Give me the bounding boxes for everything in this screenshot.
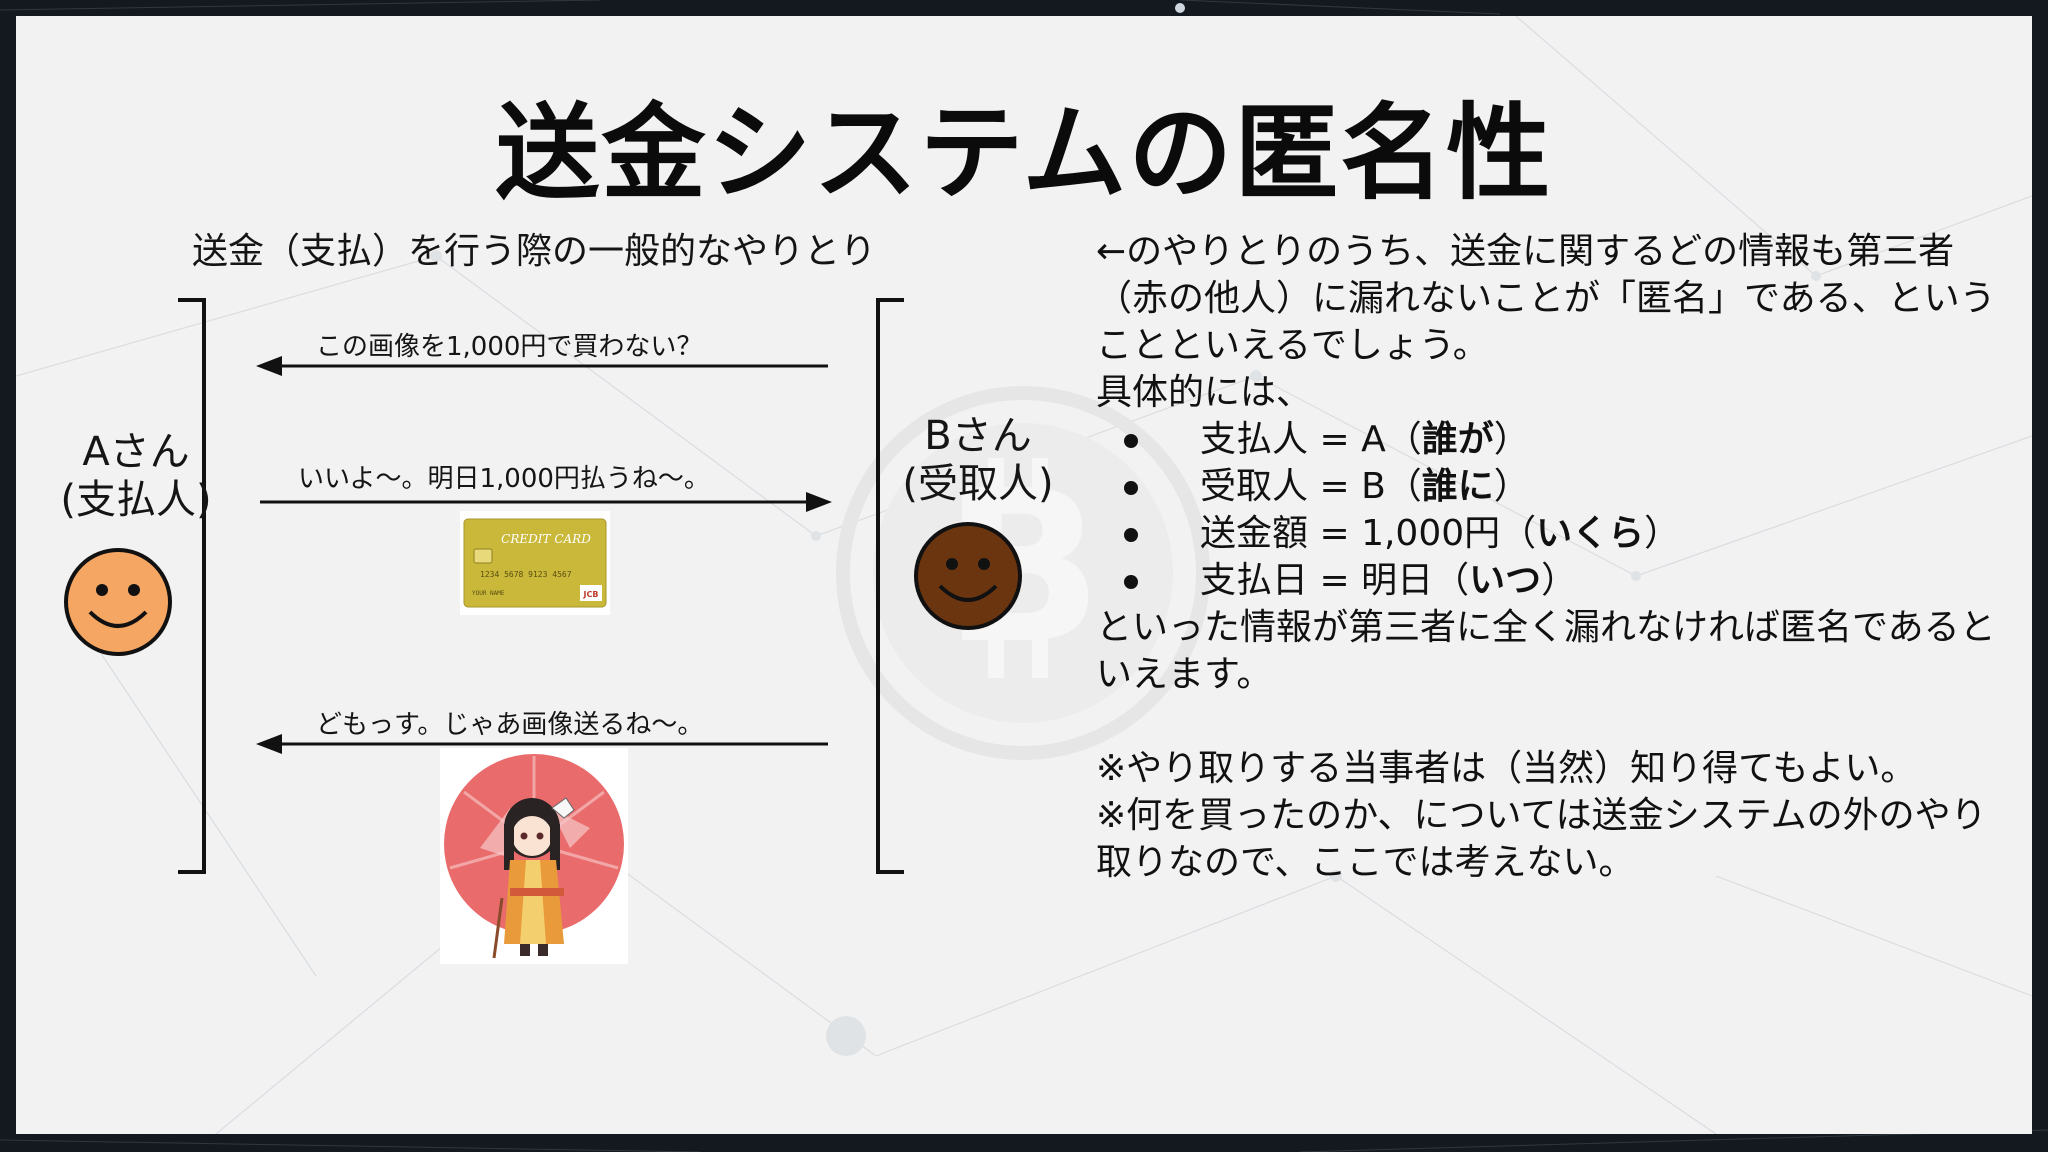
face-a-fill bbox=[64, 548, 172, 656]
bullet-icon bbox=[1124, 481, 1138, 495]
slide-title: 送金システムの匿名性 bbox=[495, 92, 1553, 214]
message-send-image: どもっす。じゃあ画像送るね～。 bbox=[316, 710, 704, 740]
item-emphasis: 誰に bbox=[1421, 466, 1494, 507]
spacer bbox=[1096, 698, 1996, 745]
bitcoin-watermark-icon: B bbox=[836, 386, 1210, 760]
item-emphasis: 誰が bbox=[1421, 419, 1494, 460]
bullet-icon bbox=[1124, 575, 1138, 589]
item-value: = 1,000円（ bbox=[1319, 513, 1537, 554]
explanation-conclusion: といった情報が第三者に全く漏れなければ匿名であるといえます。 bbox=[1096, 607, 1996, 695]
list-item: 送金額 = 1,000円（いくら） bbox=[1096, 510, 1996, 557]
arrow-right-icon bbox=[260, 492, 832, 512]
card-issuer: JCB bbox=[583, 590, 599, 599]
item-close: ） bbox=[1493, 419, 1530, 460]
smiley-face-b-icon bbox=[914, 522, 1022, 630]
slide: B 送金システムの匿名性 送金（支払）を行う際の一般的なやりとり Aさん (支払… bbox=[16, 16, 2032, 1134]
anonymity-items-list: 支払人 = A（誰が） 受取人 = B（誰に） 送金額 = 1,000円（いくら… bbox=[1096, 416, 1996, 604]
bullet-icon bbox=[1124, 434, 1138, 448]
left-bracket bbox=[178, 298, 206, 874]
note-scope: ※何を買ったのか、については送金システムの外のやり取りなので、ここでは考えない。 bbox=[1096, 795, 1987, 883]
explanation-lead: 具体的には、 bbox=[1096, 372, 1313, 413]
arrow-left-icon bbox=[256, 356, 828, 376]
item-term: 送金額 bbox=[1200, 513, 1309, 554]
actor-a-name: Aさん bbox=[82, 429, 190, 475]
credit-card-image: CREDIT CARD 1234 5678 9123 4567 YOUR NAM… bbox=[460, 511, 610, 615]
item-value: = A（ bbox=[1319, 419, 1422, 460]
card-number: 1234 5678 9123 4567 bbox=[480, 570, 572, 579]
actor-a-role: (支払人) bbox=[60, 477, 212, 523]
note-parties: ※やり取りする当事者は（当然）知り得てもよい。 bbox=[1096, 748, 1917, 789]
item-emphasis: いつ bbox=[1469, 560, 1542, 601]
item-emphasis: いくら bbox=[1536, 513, 1645, 554]
item-term: 支払人 bbox=[1200, 419, 1309, 460]
message-offer: この画像を1,000円で買わない？ bbox=[316, 332, 703, 362]
item-close: ） bbox=[1644, 513, 1681, 554]
actor-b-role: (受取人) bbox=[902, 461, 1054, 507]
diagram-subtitle: 送金（支払）を行う際の一般的なやりとり bbox=[192, 231, 877, 272]
actor-b-name: Bさん bbox=[924, 413, 1032, 459]
item-value: = B（ bbox=[1319, 466, 1422, 507]
explanation-intro: ←のやりとりのうち、送金に関するどの情報も第三者（赤の他人）に漏れないことが「匿… bbox=[1096, 231, 1996, 366]
card-name: YOUR NAME bbox=[472, 590, 505, 597]
item-term: 支払日 bbox=[1200, 560, 1309, 601]
bullet-icon bbox=[1124, 528, 1138, 542]
plexus-pattern bbox=[16, 16, 2032, 1134]
message-accept: いいよ～。明日1,000円払うね～。 bbox=[298, 464, 710, 494]
item-close: ） bbox=[1541, 560, 1578, 601]
list-item: 支払日 = 明日（いつ） bbox=[1096, 557, 1996, 604]
list-item: 支払人 = A（誰が） bbox=[1096, 416, 1996, 463]
item-term: 受取人 bbox=[1200, 466, 1309, 507]
actor-a-label: Aさん (支払人) bbox=[36, 428, 236, 524]
list-item: 受取人 = B（誰に） bbox=[1096, 463, 1996, 510]
card-brand: CREDIT CARD bbox=[501, 532, 591, 546]
item-close: ） bbox=[1493, 466, 1530, 507]
explanation-panel: ←のやりとりのうち、送金に関するどの情報も第三者（赤の他人）に漏れないことが「匿… bbox=[1096, 228, 1996, 886]
character-illustration bbox=[440, 748, 628, 964]
actor-b-label: Bさん (受取人) bbox=[878, 412, 1078, 508]
smiley-face-a-icon bbox=[64, 548, 172, 656]
item-value: = 明日（ bbox=[1319, 560, 1470, 601]
right-bracket bbox=[876, 298, 904, 874]
arrow-left-icon bbox=[256, 734, 828, 754]
